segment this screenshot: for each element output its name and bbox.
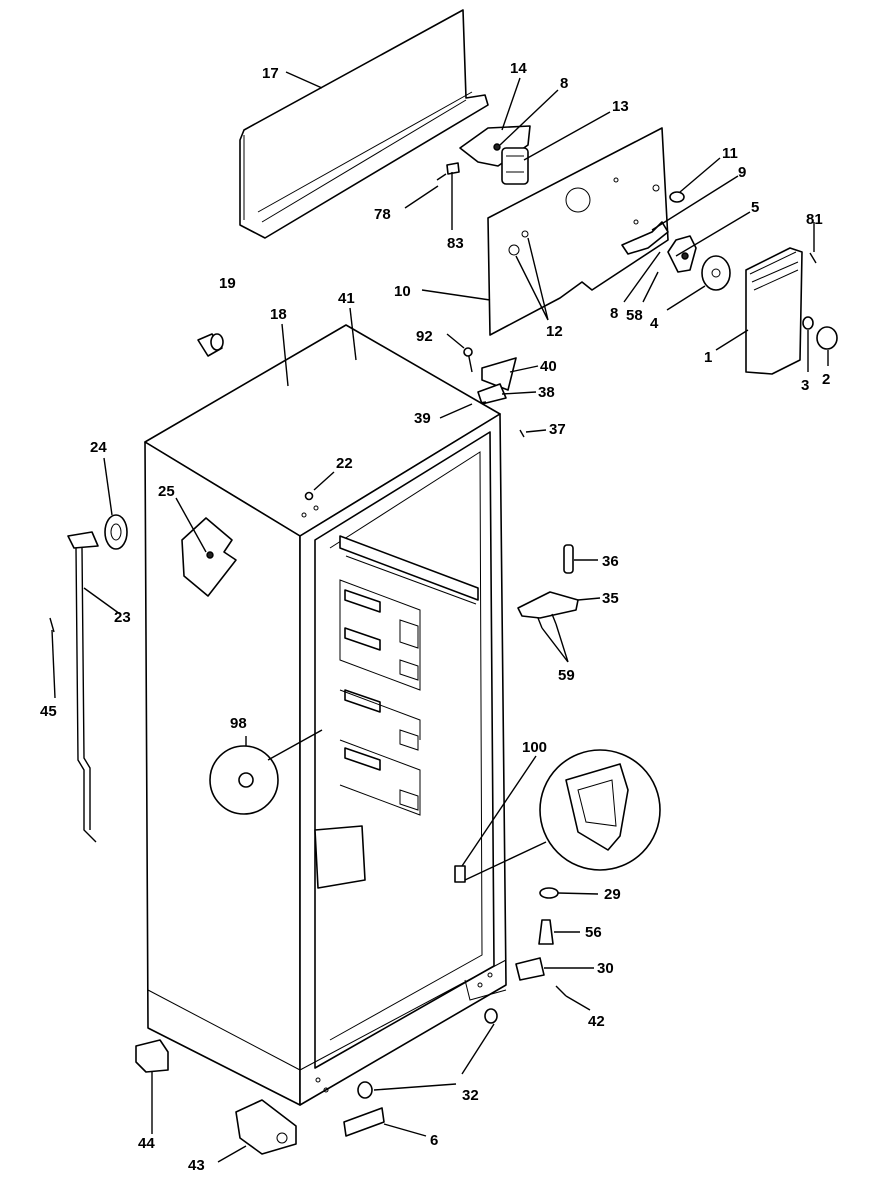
part-4-dial (701, 255, 731, 291)
part-2-knob (816, 326, 838, 350)
label-58: 58 (626, 307, 643, 324)
label-36: 36 (602, 553, 619, 570)
label-30: 30 (597, 960, 614, 977)
part-19-bushing (197, 333, 224, 357)
part-14-bracket (459, 125, 531, 167)
label-41: 41 (338, 290, 355, 307)
label-42: 42 (588, 1013, 605, 1030)
label-43: 43 (188, 1157, 205, 1174)
part-81-screw (809, 252, 817, 264)
label-2: 2 (822, 371, 830, 388)
part-56-pin (538, 919, 554, 945)
label-13: 13 (612, 98, 629, 115)
part-17-top-cover (239, 9, 489, 239)
part-3-washer (802, 316, 814, 330)
part-23-rod (67, 531, 99, 843)
cabinet (144, 324, 507, 1106)
label-29: 29 (604, 886, 621, 903)
label-8-top: 8 (560, 75, 568, 92)
label-17: 17 (262, 65, 279, 82)
label-24: 24 (90, 439, 107, 456)
label-4: 4 (650, 315, 659, 332)
label-59: 59 (558, 667, 575, 684)
label-11: 11 (722, 145, 738, 162)
part-98-plug (209, 745, 279, 815)
label-9: 9 (738, 164, 746, 181)
part-6-plate (343, 1107, 385, 1137)
label-5: 5 (751, 199, 759, 216)
label-25: 25 (158, 483, 175, 500)
part-45-screw (49, 617, 55, 633)
part-40-hinge-cover (481, 357, 517, 391)
label-3: 3 (801, 377, 809, 394)
part-11-knob (669, 191, 685, 203)
label-37: 37 (549, 421, 566, 438)
part-92-screw (463, 347, 473, 373)
label-45: 45 (40, 703, 57, 720)
part-22-plug (304, 491, 314, 501)
part-13-switch (501, 147, 529, 185)
label-32: 32 (462, 1087, 479, 1104)
part-1-control-housing (745, 247, 803, 375)
label-78: 78 (374, 206, 391, 223)
label-19: 19 (219, 275, 236, 292)
label-6: 6 (430, 1132, 438, 1149)
label-92: 92 (416, 328, 433, 345)
part-30-block (515, 957, 545, 981)
part-35-hinge (517, 591, 579, 619)
part-37-plug (519, 429, 525, 438)
label-1: 1 (704, 349, 712, 366)
part-29-washer (539, 887, 559, 899)
part-9-thermostat (621, 221, 669, 255)
label-35: 35 (602, 590, 619, 607)
part-25-pad (181, 517, 237, 597)
part-78-screw (436, 173, 447, 181)
part-100-bracket (454, 865, 466, 883)
label-38: 38 (538, 384, 555, 401)
part-43-roller (235, 1099, 297, 1155)
part-5-damper (667, 235, 697, 273)
label-56: 56 (585, 924, 602, 941)
part-labels: 17 14 8 13 11 9 5 81 78 83 10 12 8 58 4 … (40, 60, 830, 1174)
part-44-leveler (135, 1039, 169, 1073)
part-42-screw (555, 985, 567, 997)
label-40: 40 (540, 358, 557, 375)
label-39: 39 (414, 410, 431, 427)
part-83-clip (446, 162, 460, 175)
label-18: 18 (270, 306, 287, 323)
label-81: 81 (806, 211, 823, 228)
label-44: 44 (138, 1135, 155, 1152)
part-38-hinge (477, 383, 507, 405)
part-100-detail (539, 749, 661, 871)
label-23: 23 (114, 609, 131, 626)
part-24-grommet (104, 514, 128, 550)
part-36-pin (563, 544, 574, 574)
part-32-plug (357, 1008, 498, 1099)
label-12: 12 (546, 323, 563, 340)
part-59-screws (537, 613, 557, 629)
leader-lines (51, 71, 829, 1163)
label-100: 100 (522, 739, 547, 756)
label-8-mid: 8 (610, 305, 618, 322)
label-98: 98 (230, 715, 247, 732)
label-83: 83 (447, 235, 464, 252)
label-14: 14 (510, 60, 527, 77)
label-22: 22 (336, 455, 353, 472)
part-10-control-panel (487, 127, 669, 336)
label-10: 10 (394, 283, 411, 300)
